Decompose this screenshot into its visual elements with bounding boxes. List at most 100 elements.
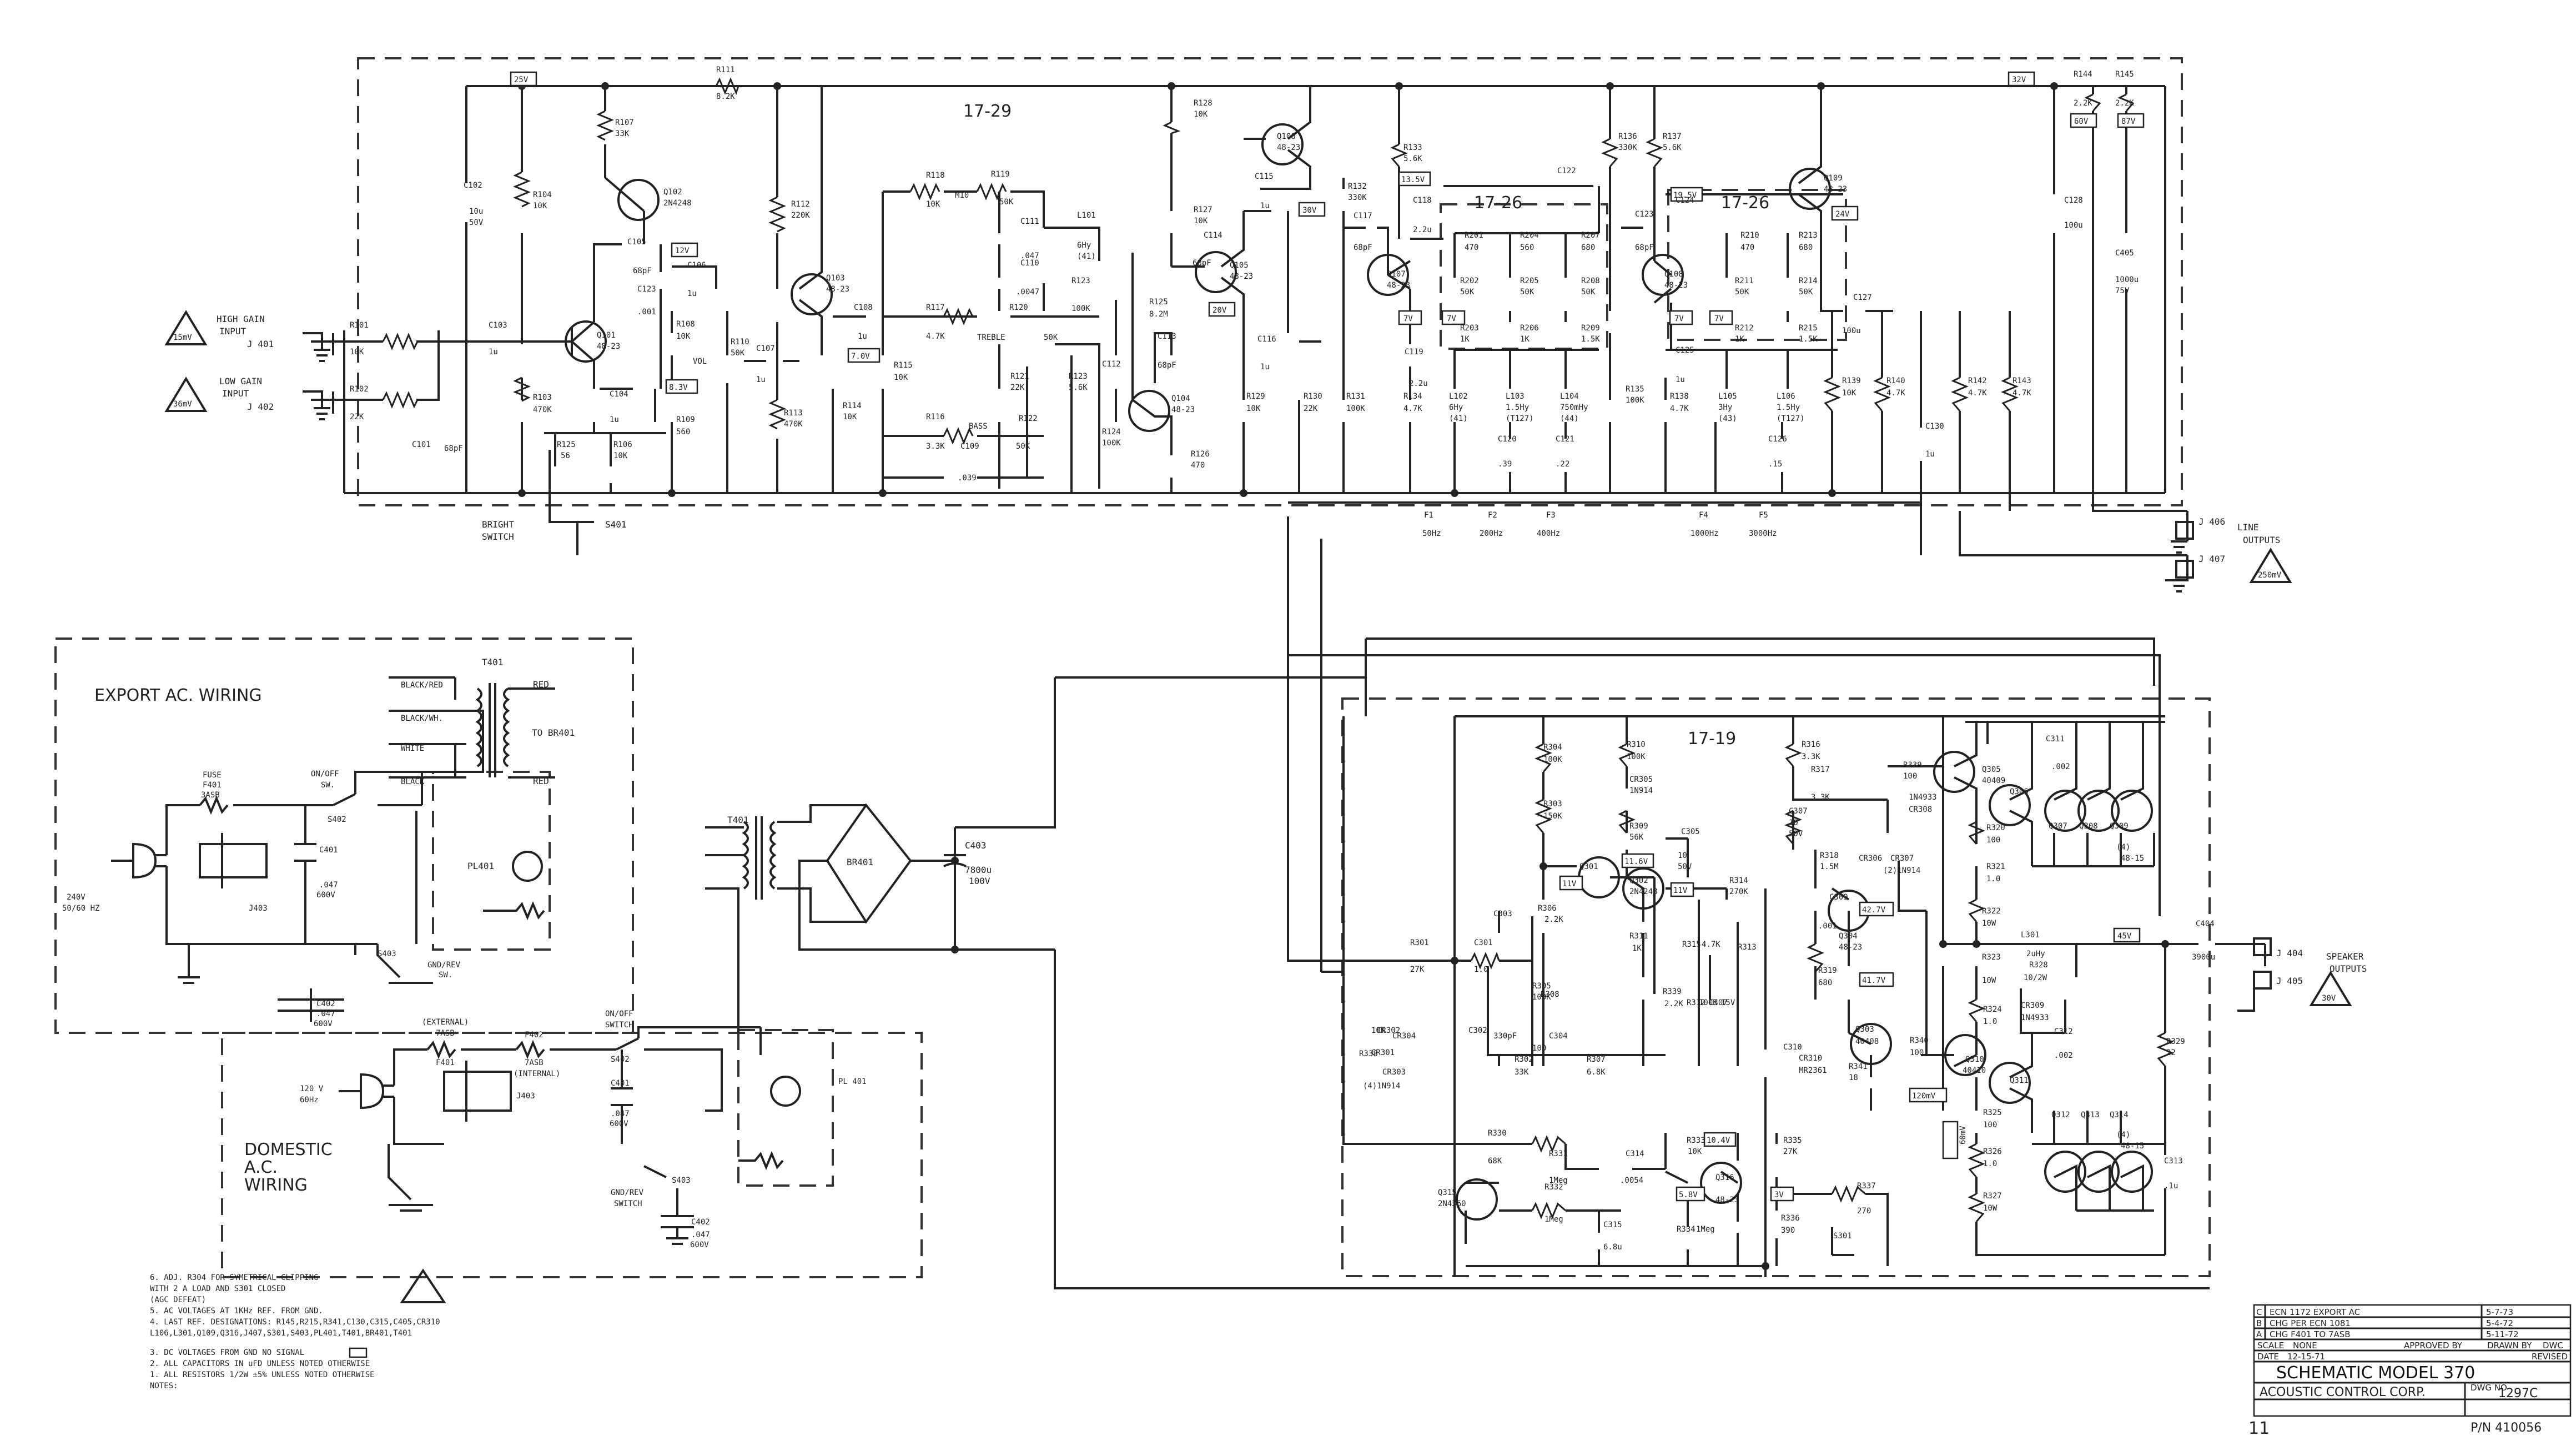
component-label: 75V (2115, 287, 2130, 295)
low-gain-label-2: INPUT (222, 388, 249, 399)
switch-s403-domestic: S403 (672, 1176, 691, 1185)
component-label: R304 (1543, 743, 1562, 752)
component-label: C127 (1853, 293, 1872, 302)
component-label: Q308 (2079, 822, 2098, 831)
component-label: 470 (1740, 243, 1754, 252)
domestic-wiring-border (221, 1032, 923, 1278)
gnd-rev-label-domestic-2: SWITCH (614, 1199, 642, 1208)
component-label: R310 (1627, 740, 1646, 749)
fuse-internal-label: (INTERNAL) (514, 1070, 560, 1078)
cap-c402-rating-domestic: 600V (690, 1241, 709, 1249)
mains-60hz: 60Hz (300, 1096, 319, 1104)
signal-box-icon (349, 1347, 368, 1358)
note-line: 3. DC VOLTAGES FROM GND NO SIGNAL (150, 1348, 304, 1357)
component-label: 6.8K (1587, 1068, 1606, 1077)
cap-c402-value-domestic: .047 (691, 1231, 710, 1239)
component-label: CR308 (1909, 805, 1932, 814)
voltage-tag: 30V (1302, 206, 1317, 215)
component-label: 1N914 (1629, 786, 1653, 795)
component-label: C310 (1783, 1043, 1802, 1052)
component-label: 10K (1194, 217, 1208, 225)
component-label: 22 (2166, 1048, 2176, 1057)
rev-description: CHG PER ECN 1081 (2270, 1318, 2351, 1328)
jack-j401: J 401 (247, 339, 274, 349)
component-label: 50Hz (1422, 529, 1441, 538)
component-label: C111 (1020, 217, 1039, 226)
voltage-tag: 42.7V (1862, 906, 1886, 915)
voltage-tag: 11V (1562, 880, 1577, 888)
component-label: 1K (1460, 335, 1470, 344)
cap-c403: C403 (965, 840, 987, 851)
component-label: C311 (2046, 735, 2065, 744)
component-label: R307 (1587, 1055, 1606, 1064)
component-label: .15 (1768, 460, 1782, 469)
switch-s402-domestic: S402 (611, 1055, 630, 1064)
component-label: R119 (991, 170, 1010, 179)
company-name: ACOUSTIC CONTROL CORP. (2260, 1385, 2426, 1399)
component-label: 220K (791, 211, 810, 220)
fuse-f402-rating: 7ASB (525, 1058, 544, 1067)
component-label: R320 (1986, 824, 2005, 832)
component-label: 40409 (1982, 776, 2005, 785)
component-label: 470K (784, 420, 803, 429)
component-label: 4.7K (1670, 404, 1689, 413)
component-label: 4.7K (1968, 389, 1987, 398)
component-label: 1.5M (1820, 862, 1839, 871)
voltage-tag: 7V (1674, 314, 1684, 323)
component-label: C115 (1255, 172, 1274, 181)
voltage-tag: 7V (1714, 314, 1724, 323)
voltage-tag: 11V (1673, 886, 1688, 895)
component-label: 1u (1260, 202, 1270, 210)
component-label: 1u (1676, 375, 1685, 384)
component-label: C123 (1635, 210, 1654, 219)
component-label: 50K (1520, 288, 1534, 297)
component-label: R140 (1886, 376, 1905, 385)
component-label: 68K (1488, 1157, 1502, 1166)
component-label: R318 (1820, 851, 1839, 860)
dwg-no-label: DWG NO (2471, 1383, 2507, 1393)
component-label: Q104 (1171, 394, 1190, 403)
component-label: .1u (2164, 1182, 2178, 1191)
component-label: .001 (1818, 922, 1837, 931)
voltage-tag: 45V (2117, 932, 2132, 941)
component-label: C301 (1474, 938, 1493, 947)
preamp-component-labels: R10110KR10222KC10210u50VR10410KC1031uR10… (350, 66, 2139, 538)
component-label: Q301 (1579, 862, 1598, 871)
component-label: R120 (1009, 303, 1028, 312)
section-title-export: EXPORT AC. WIRING (94, 686, 262, 705)
component-label: R340 (1910, 1036, 1929, 1045)
module-label-power: 17-19 (1688, 729, 1736, 749)
rev-date: 5-11-72 (2486, 1329, 2519, 1339)
speaker-outputs-label-1: SPEAKER (2326, 951, 2364, 962)
component-label: MR2361 (1799, 1066, 1827, 1075)
component-label: C124 (1676, 196, 1694, 205)
note-line: 2. ALL CAPACITORS IN uFD UNLESS NOTED OT… (150, 1359, 370, 1368)
component-label: R108 (676, 320, 695, 329)
component-label: 270K (1729, 887, 1748, 896)
lead-black-red: BLACK/RED (401, 681, 443, 690)
component-label: 6.8u (1603, 1243, 1622, 1252)
component-label: 3.3K (1811, 793, 1830, 802)
component-label: C315 (1603, 1221, 1622, 1229)
component-label: R324 (1983, 1005, 2002, 1014)
voltage-tag: 87V (2121, 117, 2136, 126)
transformer-t401: T401 (727, 815, 749, 825)
fuse-label-2: F401 (203, 781, 222, 790)
line-output-level: 250mV (2258, 571, 2282, 580)
component-label: 15V (1721, 998, 1735, 1007)
component-label: 68pF (1354, 243, 1372, 252)
component-label: 330K (1348, 193, 1367, 202)
component-label: C101 (412, 440, 431, 449)
line-outputs-label-2: OUTPUTS (2243, 535, 2280, 545)
component-label: R341 (1849, 1062, 1868, 1071)
approved-label: APPROVED BY (2404, 1340, 2463, 1350)
domestic-ac-wiring (339, 1026, 801, 1245)
date-label: DATE (2257, 1352, 2279, 1362)
component-label: 560 (676, 428, 690, 436)
component-label: 750mHy (1560, 403, 1588, 412)
high-gain-label-2: INPUT (219, 326, 246, 337)
component-label: 270 (1857, 1207, 1871, 1216)
bright-switch-label-1: BRIGHT (482, 519, 514, 530)
component-label: CR302 (1377, 1026, 1400, 1035)
rev-letter: B (2256, 1318, 2262, 1328)
